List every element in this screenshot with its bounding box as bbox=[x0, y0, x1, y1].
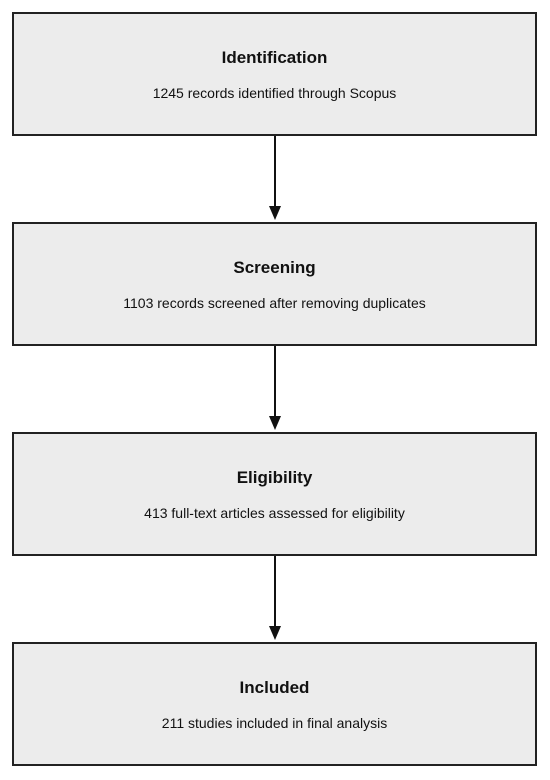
included-text: 211 studies included in final analysis bbox=[161, 714, 388, 731]
included-box: Included 211 studies included in final a… bbox=[12, 642, 537, 766]
eligibility-title: Eligibility bbox=[236, 467, 313, 487]
eligibility-text: 413 full-text articles assessed for elig… bbox=[144, 504, 405, 521]
included-title: Included bbox=[239, 677, 310, 697]
eligibility-box: Eligibility 413 full-text articles asses… bbox=[12, 432, 537, 556]
arrow-down-icon bbox=[269, 346, 281, 430]
identification-box: Identification 1245 records identified t… bbox=[12, 12, 537, 136]
screening-title: Screening bbox=[233, 257, 316, 277]
screening-text: 1103 records screened after removing dup… bbox=[123, 294, 426, 311]
screening-box: Screening 1103 records screened after re… bbox=[12, 222, 537, 346]
identification-text: 1245 records identified through Scopus bbox=[152, 84, 397, 101]
identification-title: Identification bbox=[221, 47, 328, 67]
arrow-down-icon bbox=[269, 556, 281, 640]
arrow-down-icon bbox=[269, 136, 281, 220]
